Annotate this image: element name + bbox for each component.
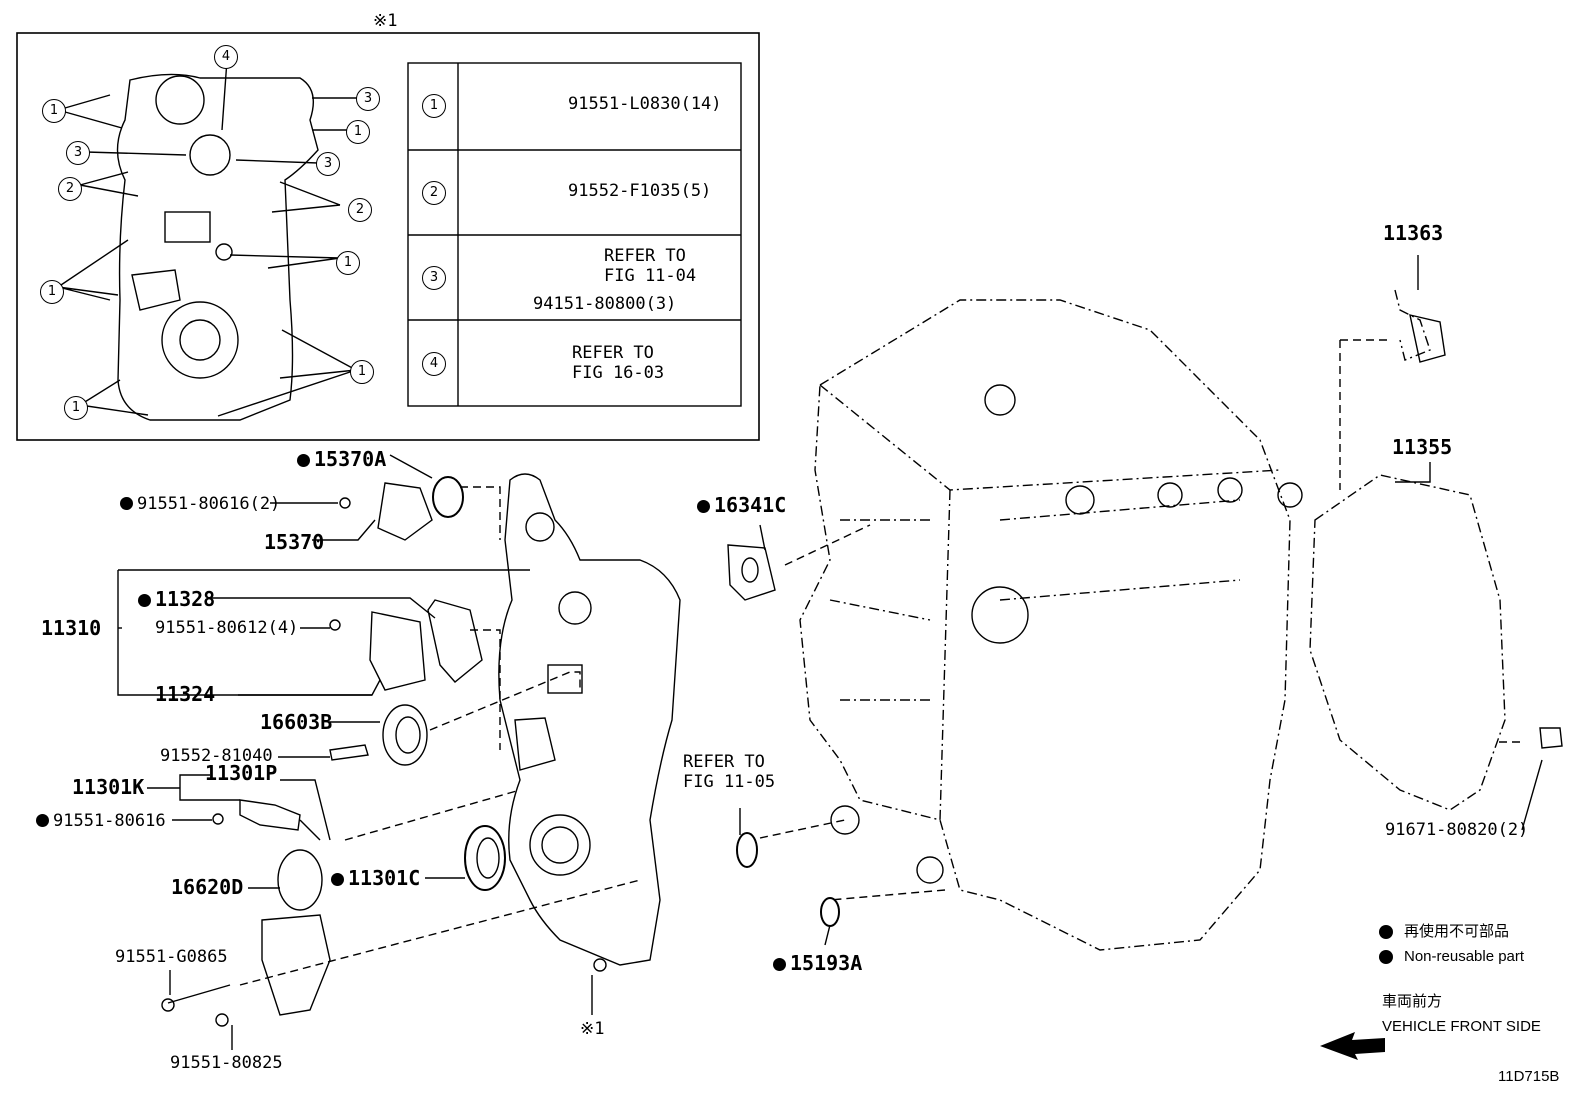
front-en: VEHICLE FRONT SIDE [1382, 1018, 1541, 1035]
timing-cover [498, 473, 681, 966]
inset-frame [16, 32, 760, 441]
part-91551-80616[interactable]: 91551-80616 [36, 812, 166, 830]
legend-num-2: 2 [422, 181, 446, 205]
legend-part-2[interactable]: 91552-F1035(5) [568, 181, 712, 201]
circled-1: 1 [350, 360, 374, 384]
bullet-icon [1379, 925, 1393, 939]
bullet-icon [1379, 950, 1393, 964]
circled-1: 1 [42, 99, 66, 123]
part-91551-80825[interactable]: 91551-80825 [170, 1053, 283, 1073]
part-11363[interactable]: 11363 [1383, 221, 1444, 245]
circled-1: 1 [64, 396, 88, 420]
circled-2: 2 [348, 198, 372, 222]
part-11355[interactable]: 11355 [1392, 435, 1453, 459]
part-11301P[interactable]: 11301P [205, 761, 278, 785]
front-jp: 車両前方 [1382, 993, 1443, 1010]
note-en: Non-reusable part [1404, 948, 1525, 965]
part-11310[interactable]: 11310 [41, 616, 102, 640]
circled-1: 1 [346, 120, 370, 144]
legend-part-3[interactable]: 94151-80800(3) [533, 294, 677, 314]
circled-2: 2 [58, 177, 82, 201]
part-91551-80616-2[interactable]: 91551-80616(2) [120, 495, 280, 513]
front-arrow-icon [1320, 1032, 1385, 1060]
inset-mark: ※1 [373, 11, 398, 31]
part-16341C[interactable]: 16341C [697, 494, 786, 516]
circled-1: 1 [40, 280, 64, 304]
circled-1: 1 [336, 251, 360, 275]
circled-4: 4 [214, 45, 238, 69]
note-jp: 再使用不可部品 [1404, 923, 1510, 940]
legend-num-1: 1 [422, 94, 446, 118]
part-15370[interactable]: 15370 [264, 530, 325, 554]
legend-num-4: 4 [422, 352, 446, 376]
part-16603B[interactable]: 16603B [260, 710, 333, 734]
part-11324[interactable]: 11324 [155, 682, 216, 706]
circled-3: 3 [316, 152, 340, 176]
legend-num-3: 3 [422, 266, 446, 290]
mark-bottom: ※1 [580, 1019, 605, 1039]
legend-part-1[interactable]: 91551-L0830(14) [568, 94, 722, 114]
part-91551-80612-4[interactable]: 91551-80612(4) [155, 618, 299, 638]
circled-3: 3 [356, 87, 380, 111]
figure-id: 11D715B [1498, 1068, 1560, 1085]
part-11301C[interactable]: 11301C [331, 867, 420, 889]
part-11328[interactable]: 11328 [138, 588, 215, 610]
engine-block-outline [799, 289, 1506, 951]
part-15193A[interactable]: 15193A [773, 952, 862, 974]
part-91671-80820-2[interactable]: 91671-80820(2) [1385, 820, 1529, 840]
part-91551-G0865[interactable]: 91551-G0865 [115, 947, 228, 967]
circled-3: 3 [66, 141, 90, 165]
part-91552-81040[interactable]: 91552-81040 [160, 746, 273, 766]
part-16620D[interactable]: 16620D [171, 875, 244, 899]
part-11301K[interactable]: 11301K [72, 775, 145, 799]
part-15370A[interactable]: 15370A [297, 448, 386, 470]
